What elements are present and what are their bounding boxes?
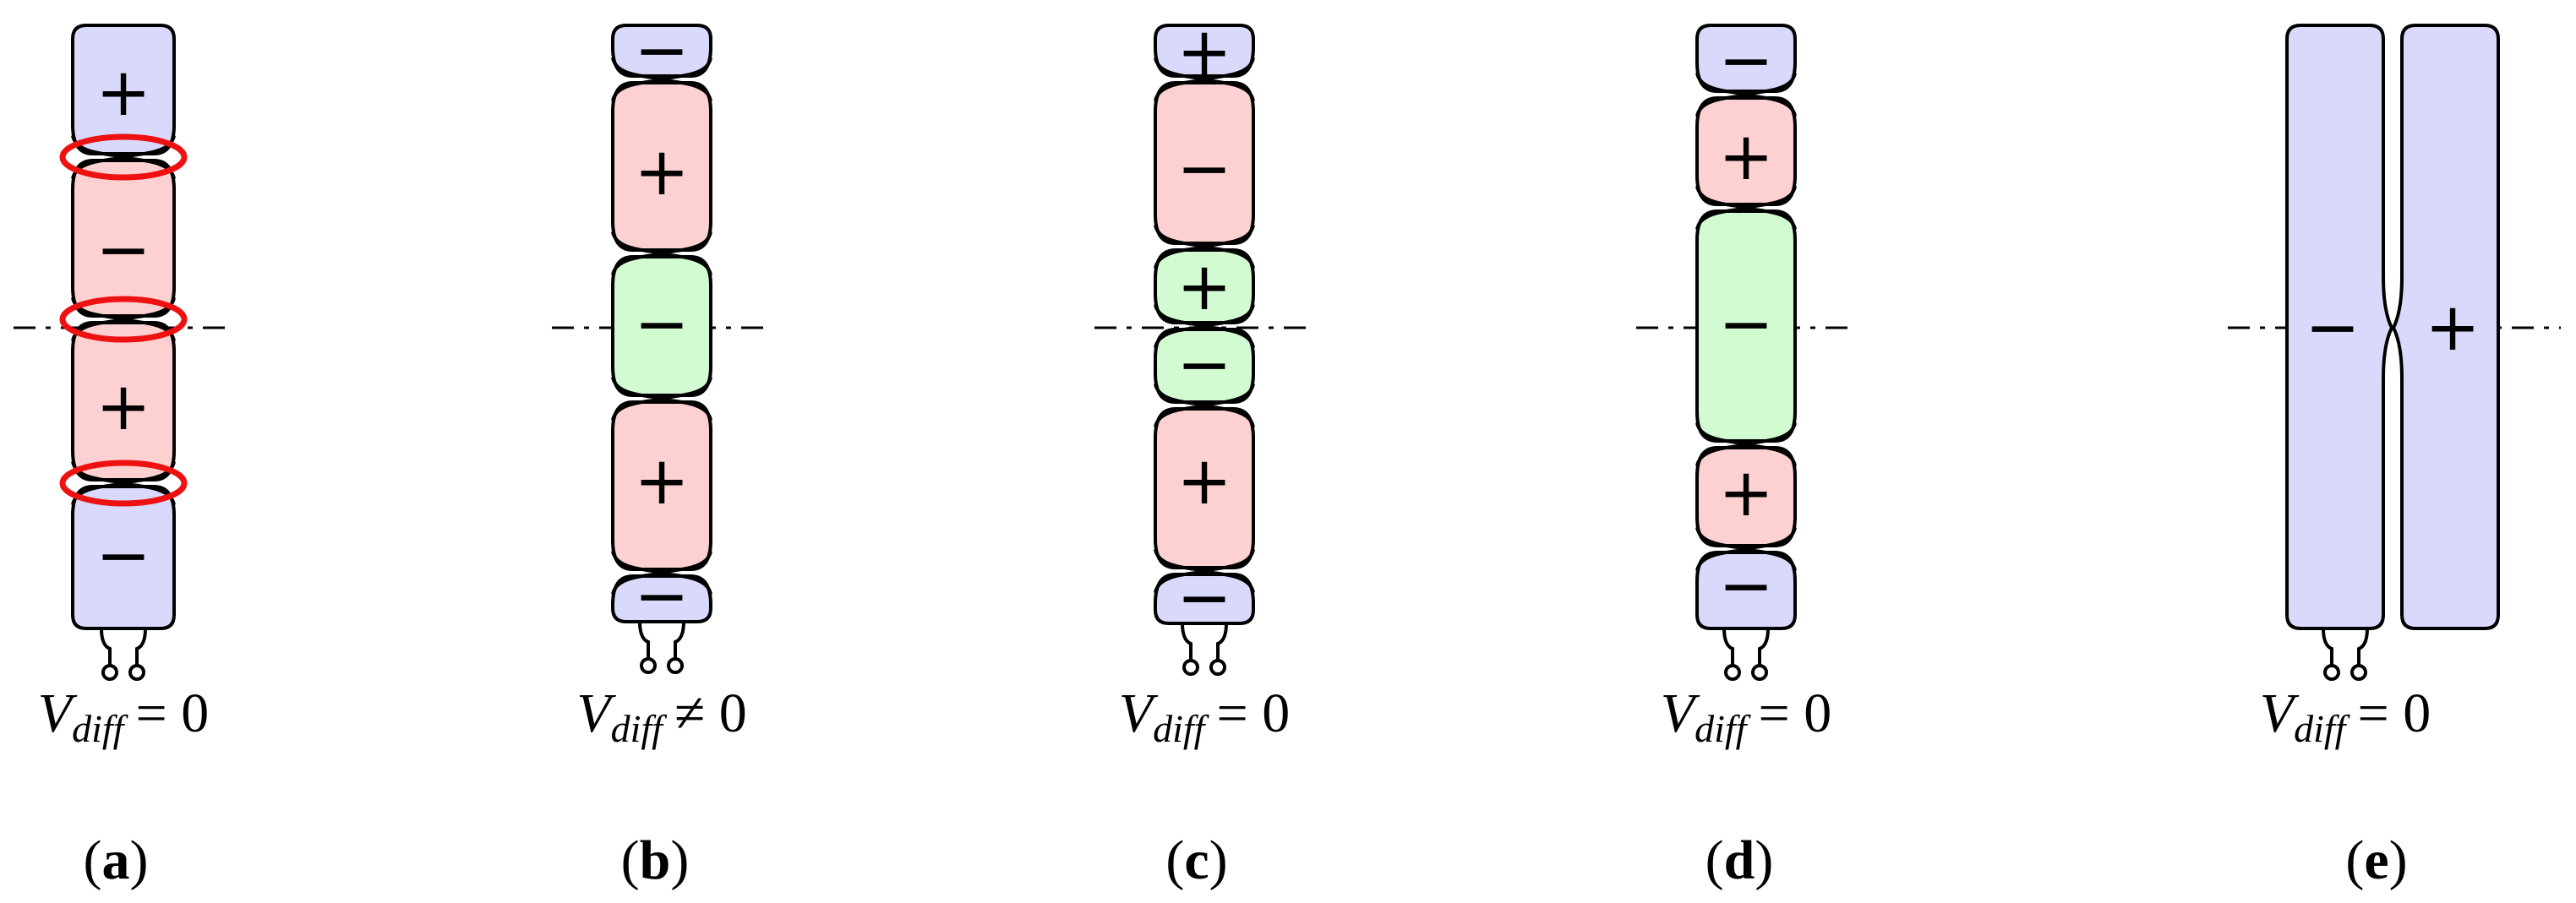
- panel-e-sign-2: +: [2425, 290, 2480, 366]
- panel-c-equation: Vdiff= 0: [1119, 683, 1290, 750]
- panel-d-segment-1: [1695, 24, 1797, 93]
- panel-c-sign-2: −: [1176, 131, 1231, 207]
- panel-a-sign-4: −: [96, 518, 150, 594]
- panel-a: + − + − Vdiff= 0 (a): [38, 55, 209, 891]
- panel-e-terminal-left: [2323, 664, 2340, 681]
- panel-b-sign-3: −: [634, 286, 689, 362]
- panel-a-segment-1: [71, 24, 176, 155]
- panel-b-crossing-4-strand-b: [611, 550, 712, 596]
- panel-b-sign-4: +: [634, 443, 689, 519]
- panel-a-crossing-1-strand-b: [71, 134, 176, 180]
- panel-a-sign-3: +: [96, 369, 150, 445]
- panel-d-lead-right: [1758, 628, 1770, 666]
- panel-d-sign-2: +: [1718, 119, 1773, 195]
- panel-c-crossing-4-strand-b: [1154, 383, 1255, 428]
- panel-b-terminal-right: [667, 657, 684, 674]
- panel-b-sign-2: +: [634, 134, 689, 210]
- panel-c-sign-3: +: [1176, 249, 1231, 325]
- panel-d-terminal-right: [1751, 664, 1768, 681]
- panel-d-sign-4: +: [1718, 455, 1773, 531]
- panel-a-equation: Vdiff= 0: [38, 683, 209, 750]
- panel-d-caption: (d): [1706, 830, 1774, 891]
- panel-b-crossing-2-strand-b: [611, 231, 712, 276]
- panel-c: + − + − + − Vdiff= 0 (c): [1119, 14, 1290, 891]
- panel-e-equation: Vdiff= 0: [2260, 683, 2431, 750]
- panel-a-terminal-right: [128, 664, 145, 681]
- panel-d-equation: Vdiff= 0: [1661, 683, 1831, 750]
- panel-b-segment-1: [611, 24, 712, 78]
- panel-c-lead-left: [1181, 623, 1192, 661]
- panel-e-segment-2: [2391, 24, 2500, 630]
- panel-b-sign-1: −: [634, 13, 689, 89]
- panel-c-lead-right: [1216, 623, 1228, 661]
- panel-b-lead-right: [674, 621, 685, 659]
- panel-c-crossing-1-strand-b: [1154, 57, 1255, 102]
- panel-b-lead-left: [638, 621, 650, 659]
- panel-b-equation: Vdiff≠ 0: [576, 683, 746, 750]
- panel-d-crossing-1-strand-b: [1695, 72, 1797, 117]
- panel-e-terminal-right: [2350, 664, 2367, 681]
- panel-e-segment-1: [2285, 24, 2394, 630]
- panel-b-crossing-3-strand-b: [611, 376, 712, 422]
- panel-c-crossing-2-strand-b: [1154, 224, 1255, 269]
- panel-d: − + − + − Vdiff= 0 (d): [1661, 23, 1831, 891]
- panel-d-crossing-2-strand-b: [1695, 185, 1797, 231]
- panel-c-caption: (c): [1165, 830, 1227, 891]
- panel-c-sign-6: −: [1176, 560, 1231, 636]
- panel-a-sign-1: +: [96, 55, 150, 131]
- panel-b-caption: (b): [621, 830, 690, 891]
- panel-d-terminal-left: [1724, 664, 1741, 681]
- panel-c-segment-1: [1154, 24, 1255, 78]
- panel-d-sign-5: −: [1718, 548, 1773, 624]
- panel-b-crossing-1-strand-b: [611, 57, 712, 102]
- panel-a-highlight-1: [59, 133, 188, 181]
- panel-a-crossing-2-strand-b: [71, 296, 176, 342]
- panel-e: − + Vdiff= 0 (e): [2260, 290, 2480, 891]
- coil-shapes: [14, 24, 2561, 681]
- panel-a-highlight-3: [59, 460, 188, 507]
- panel-d-sign-3: −: [1718, 286, 1773, 362]
- panel-a-caption: (a): [84, 830, 149, 891]
- panel-b-sign-5: −: [634, 558, 689, 634]
- panel-e-caption: (e): [2345, 830, 2407, 891]
- panel-e-lead-left: [2322, 628, 2333, 666]
- panel-c-crossing-5-strand-b: [1154, 548, 1255, 594]
- panel-e-sign-1: −: [2305, 290, 2360, 366]
- panel-c-crossing-3-strand-b: [1154, 303, 1255, 349]
- panel-a-crossing-3-strand-b: [71, 460, 176, 506]
- panel-a-sign-2: −: [96, 212, 150, 288]
- panel-c-sign-5: +: [1176, 443, 1231, 519]
- panel-a-lead-left: [100, 628, 112, 666]
- panel-e-lead-right: [2357, 628, 2369, 666]
- panel-b-terminal-left: [640, 657, 657, 674]
- panel-a-terminal-left: [101, 664, 118, 681]
- panel-c-sign-1: +: [1176, 14, 1231, 90]
- panel-d-lead-left: [1722, 628, 1734, 666]
- panel-b: − + − + − Vdiff≠ 0 (b): [576, 13, 746, 891]
- panel-d-crossing-3-strand-b: [1695, 422, 1797, 467]
- panel-c-terminal-right: [1209, 659, 1226, 676]
- panel-d-sign-1: −: [1718, 23, 1773, 99]
- panel-a-highlight-2: [59, 296, 188, 343]
- panel-d-crossing-4-strand-b: [1695, 526, 1797, 572]
- panel-c-terminal-left: [1182, 659, 1199, 676]
- panel-c-sign-4: −: [1176, 327, 1231, 403]
- panel-a-lead-right: [135, 628, 147, 666]
